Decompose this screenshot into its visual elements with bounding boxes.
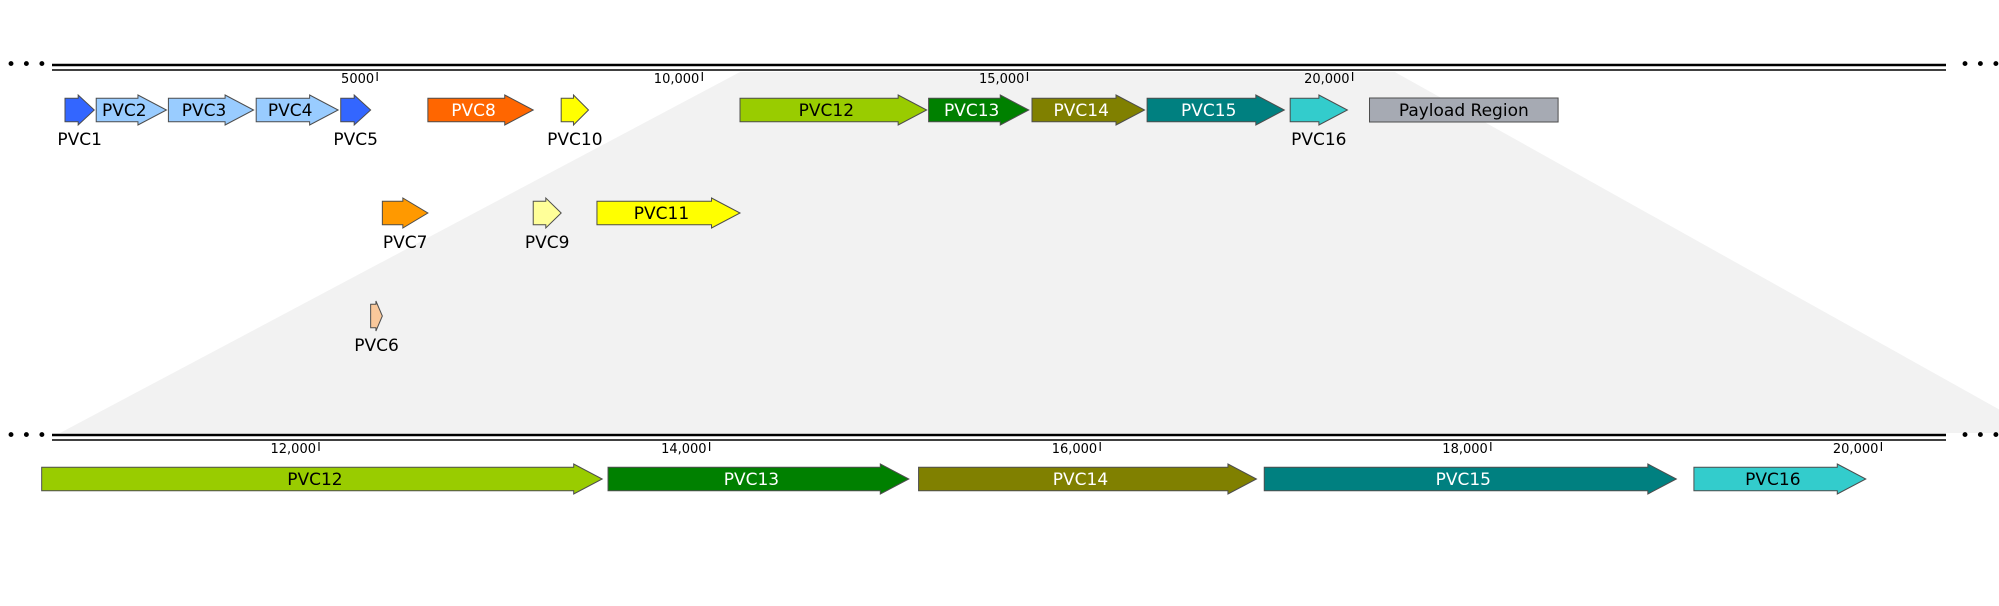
bottom-tick-label: 12,000 [271, 442, 317, 457]
gene-label: PVC2 [102, 101, 147, 121]
gene-label: PVC15 [1181, 101, 1236, 121]
gene-label: PVC16 [1745, 470, 1800, 490]
gene-label: PVC12 [799, 101, 854, 121]
bottom-tick-label: 14,000 [661, 442, 707, 457]
top-tick-group: 5000 10,000 15,000 20,000 [341, 72, 1354, 87]
gene-label: PVC13 [724, 470, 779, 490]
bottom-tick: 20,000 [1833, 442, 1883, 457]
gene-pvc5: PVC5 [333, 93, 378, 150]
gene-pvc12: PVC12 [739, 94, 928, 126]
top-right-continuation: • • • [1960, 55, 1999, 75]
top-tick-label: 5000 [341, 72, 374, 87]
top-left-continuation: • • • [6, 55, 47, 75]
top-tick-label: 20,000 [1304, 72, 1350, 87]
zoom-gene-pvc12: PVC12 [41, 463, 604, 495]
gene-pvc6: PVC6 [354, 300, 399, 356]
bottom-tick: 18,000 [1442, 442, 1492, 457]
gene-pvc10: PVC10 [547, 93, 603, 150]
bottom-tick: 12,000 [271, 442, 320, 457]
gene-pvc16: PVC16 [1289, 94, 1349, 150]
gene-pvc14: PVC14 [1031, 94, 1146, 126]
gene-label: PVC5 [333, 130, 378, 150]
gene-pvc9: PVC9 [525, 196, 570, 253]
gene-label: PVC14 [1054, 101, 1109, 121]
top-tick: 5000 [341, 72, 378, 87]
bottom-tick: 16,000 [1052, 442, 1101, 457]
gene-pvc1: PVC1 [57, 93, 102, 150]
top-backbone [52, 63, 1946, 71]
gene-label: PVC4 [268, 101, 313, 121]
zoom-gene-pvc13: PVC13 [607, 463, 910, 495]
gene-pvc2: PVC2 [95, 94, 168, 126]
top-tick: 15,000 [979, 72, 1029, 87]
bottom-tick-label: 16,000 [1052, 442, 1098, 457]
gene-pvc3: PVC3 [167, 94, 255, 126]
bottom-left-continuation: • • • [6, 426, 47, 446]
gene-label: PVC3 [182, 101, 227, 121]
bottom-right-continuation: • • • [1960, 426, 1999, 446]
gene-label: PVC6 [354, 336, 399, 356]
bottom-backbone [52, 433, 1946, 441]
gene-label: PVC10 [547, 130, 602, 150]
zoom-gene-pvc15: PVC15 [1263, 463, 1678, 495]
gene-label: PVC8 [451, 101, 496, 121]
gene-pvc11: PVC11 [596, 197, 742, 229]
gene-label: PVC9 [525, 233, 570, 253]
gene-label: PVC14 [1053, 470, 1108, 490]
payload-region: Payload Region [1369, 97, 1559, 123]
bottom-tick-group: 12,000 14,000 16,000 18,000 20,000 [271, 442, 1883, 457]
gene-label: PVC7 [383, 233, 428, 253]
bottom-gene-group: PVC12 PVC13 PVC14 PVC15 PVC16 [41, 463, 1867, 495]
bottom-tick: 14,000 [661, 442, 711, 457]
gene-label: PVC12 [287, 470, 342, 490]
payload-label: Payload Region [1399, 101, 1529, 121]
gene-label: PVC11 [634, 204, 689, 224]
gene-label: PVC1 [57, 130, 102, 150]
gene-pvc7: PVC7 [381, 197, 429, 253]
gene-pvc13: PVC13 [928, 94, 1030, 126]
zoom-projection-shade [60, 72, 1999, 433]
top-tick: 10,000 [654, 72, 703, 87]
top-tick: 20,000 [1304, 72, 1354, 87]
bottom-tick-label: 18,000 [1442, 442, 1488, 457]
bottom-tick-label: 20,000 [1833, 442, 1879, 457]
gene-pvc8: PVC8 [427, 94, 535, 126]
gene-label: PVC16 [1291, 130, 1346, 150]
gene-label: PVC15 [1436, 470, 1491, 490]
gene-pvc4: PVC4 [255, 94, 340, 126]
gene-pvc15: PVC15 [1146, 94, 1286, 126]
top-tick-label: 15,000 [979, 72, 1025, 87]
zoom-gene-pvc14: PVC14 [918, 463, 1258, 495]
top-tick-label: 10,000 [654, 72, 700, 87]
zoom-gene-pvc16: PVC16 [1693, 463, 1867, 495]
gene-label: PVC13 [944, 101, 999, 121]
